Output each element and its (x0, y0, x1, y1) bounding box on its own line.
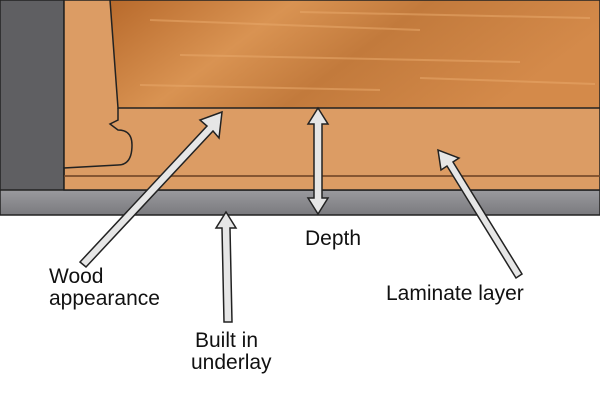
wall (0, 0, 65, 193)
underlay-line-1: Built in (195, 329, 259, 352)
depth-label: Depth (305, 227, 362, 250)
wood-surface (109, 0, 600, 109)
laminate-layer-arrow (437, 148, 524, 280)
laminate-layer-label: Laminate layer (386, 282, 524, 305)
built-in-underlay-label: Built in underlay (191, 330, 272, 374)
underlay-line-2: underlay (191, 351, 272, 374)
groove-joint (63, 108, 600, 177)
wood-appearance-line-2: appearance (49, 287, 160, 310)
wood-appearance-label: Wood appearance (49, 266, 160, 310)
subfloor (0, 189, 600, 216)
wood-appearance-line-1: Wood (49, 265, 104, 288)
depth-arrow (306, 106, 330, 216)
wood-grain (139, 11, 596, 91)
wood-appearance-arrow (78, 110, 223, 269)
underlay-arrow (214, 210, 238, 323)
